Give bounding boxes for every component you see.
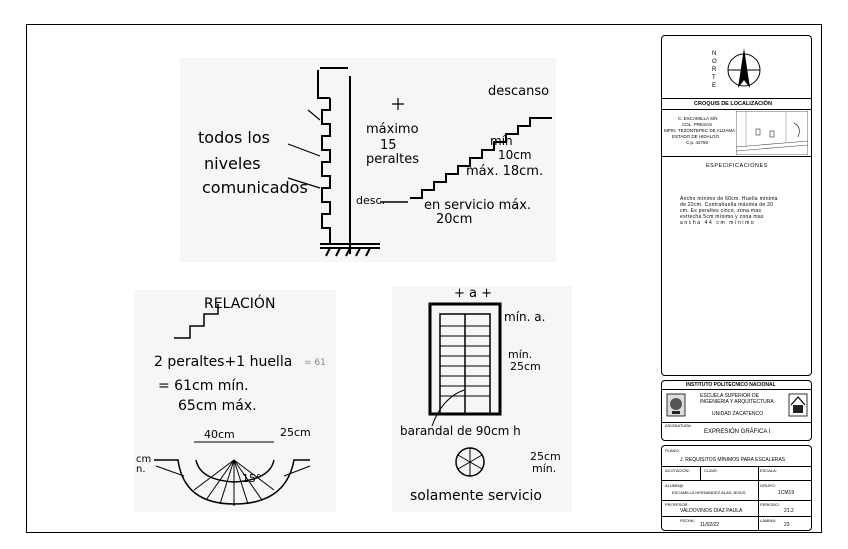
sketch-stair-levels: todos los niveles comunicados máximo 15 … [180, 58, 556, 262]
sketch-stair-levels-drawing [287, 67, 552, 257]
profesor-label: PROFESOR: [665, 502, 689, 507]
label-10cm: 10cm [498, 148, 532, 162]
periodo-label: PERIODO: [760, 502, 780, 507]
label-descanso: descanso [488, 84, 550, 99]
divider-acotacion [662, 480, 811, 481]
dim-15deg: 15° [242, 472, 262, 485]
sketch-relation: RELACIÓN 2 peraltes+1 huella = 61 = 61cm… [134, 290, 336, 512]
label-niveles: niveles [204, 154, 261, 173]
divider-alumno [662, 500, 811, 501]
divider-v1 [700, 466, 701, 480]
north-letter-r: R [712, 67, 717, 73]
lamina-value: 23 [784, 522, 790, 528]
institution-panel: INSTITUTO POLITECNICO NACIONAL ESCUELA S… [661, 380, 812, 441]
service-dim-min: mín. [532, 462, 557, 475]
school-line-1: INGENIERIA Y ARQUITECTURA [700, 399, 774, 405]
fecha-label: FECHA: [680, 518, 695, 523]
dim-cm: cm [136, 454, 152, 465]
north-letter-o: O [712, 59, 717, 65]
croquis-address-2: MPIO. TEZONTEPEC DE ALDAMA [664, 128, 736, 133]
divider-institution [662, 389, 811, 390]
relation-title: RELACIÓN [204, 296, 276, 312]
specs-line-1: de 22cm. Contrahuella máxima de 20 [680, 202, 774, 208]
specs-title: ESPECIFICACIONES [706, 163, 768, 169]
subject-label: ASIGNATURA: [665, 423, 692, 428]
escala-label: ESCALA: [760, 468, 777, 473]
relation-eq1-tail: = 61 [304, 358, 326, 368]
ipn-logo-icon [666, 393, 686, 417]
school-line-0: ESCUELA SUPERIOR DE [700, 393, 759, 399]
specs-line-3: estrecha 5cm mínimo y zona mas [680, 214, 764, 220]
croquis-address-1: COL. PRESAS [682, 122, 713, 127]
location-map [736, 111, 808, 155]
acotacion-label: ACOTACIÓN: [665, 468, 690, 473]
sketch-relation-drawing [154, 304, 311, 506]
divider-croquis [662, 109, 811, 110]
label-servicio: en servicio máx. [424, 198, 532, 213]
divider-subject [662, 422, 811, 423]
unit-name: UNIDAD ZACATENCO [712, 411, 764, 417]
institution-name: INSTITUTO POLITECNICO NACIONAL [686, 382, 776, 388]
stair-min: mín. [508, 348, 533, 361]
dim-25cm: 25cm [280, 426, 311, 439]
dim-40cm: 40cm [204, 428, 235, 441]
divider-north [662, 98, 811, 99]
north-letter-n: N [712, 51, 717, 57]
specs-line-2: cm. Es peraltes cinco, zona mas [680, 208, 762, 214]
relation-eq3: 65cm máx. [178, 398, 257, 414]
lamina-label: LAMINA: [760, 518, 777, 523]
label-15: 15 [380, 138, 397, 153]
fecha-value: 11/02/22 [700, 522, 720, 528]
label-todos: todos los [198, 128, 270, 147]
subject-value: EXPRESIÓN GRÁFICA I [704, 429, 771, 435]
specs-line-0: Ancho mínimo de 60cm. Huella mínima [680, 196, 778, 202]
divider-v2 [758, 466, 759, 530]
croquis-address-0: C. ESCAMILLA S/N [678, 116, 718, 121]
stair-25cm: 25cm [510, 360, 541, 373]
dim-n: n. [136, 464, 146, 475]
stair-top-dim: + a + [454, 286, 493, 301]
plan-panel: PLANO: J. REQUISITOS MÍNIMOS PARA ESCALE… [661, 445, 812, 531]
sheet-border [26, 24, 822, 533]
label-desc: desc. [356, 194, 386, 207]
divider-specs [662, 156, 811, 157]
croquis-address-3: ESTADO DE HIDALGO [672, 134, 720, 139]
periodo-value: 21.2 [784, 508, 794, 514]
label-20cm: 20cm [436, 212, 473, 227]
north-letter-e: E [712, 83, 717, 89]
clave-label: CLAVE: [704, 468, 718, 473]
north-section: N O R T E [662, 36, 811, 98]
label-max18: máx. 18cm. [466, 164, 544, 179]
esia-logo-icon [788, 393, 808, 417]
alumno-value: ESCAMILLA HERNANDEZ ALAN JESUS [672, 490, 746, 495]
divider-profesor [662, 516, 811, 517]
relation-eq2: = 61cm mín. [158, 378, 249, 394]
plan-label: PLANO: [665, 448, 680, 453]
title-block-upper: N O R T E CROQUIS DE LOCALIZACIÓN C. ESC… [661, 35, 812, 376]
label-maximo: máximo [366, 122, 419, 137]
grupo-label: GRUPO: [760, 483, 776, 488]
service-dim-25cm: 25cm [530, 450, 561, 463]
label-min: mín [490, 134, 513, 148]
sketch-service-stair-drawing [428, 302, 502, 477]
plan-value: J. REQUISITOS MÍNIMOS PARA ESCALERAS [680, 457, 786, 463]
profesor-value: VALDOVINOS DIAZ PAULA [680, 508, 743, 514]
stair-solamente: solamente servicio [410, 488, 542, 504]
croquis-title: CROQUIS DE LOCALIZACIÓN [694, 101, 772, 107]
stair-min-a: mín. a. [504, 310, 546, 324]
divider-plan [662, 466, 811, 467]
grupo-value: 1CM19 [778, 490, 795, 496]
relation-eq1: 2 peraltes+1 huella [154, 354, 293, 370]
label-comunicados: comunicados [202, 178, 308, 197]
croquis-address-4: C.p. 42760 [686, 140, 709, 145]
north-letter-t: T [712, 75, 716, 81]
sketch-service-stair: + a + mín. a. mín. 25cm barandal de 90cm… [392, 286, 572, 512]
label-peraltes: peraltes [366, 152, 420, 167]
north-arrow-icon [727, 48, 761, 88]
alumno-label: ALUMN@: [665, 483, 685, 488]
stair-barandal: barandal de 90cm h [400, 424, 521, 438]
specs-line-4: ancha 44 cm mínimo [680, 220, 756, 226]
